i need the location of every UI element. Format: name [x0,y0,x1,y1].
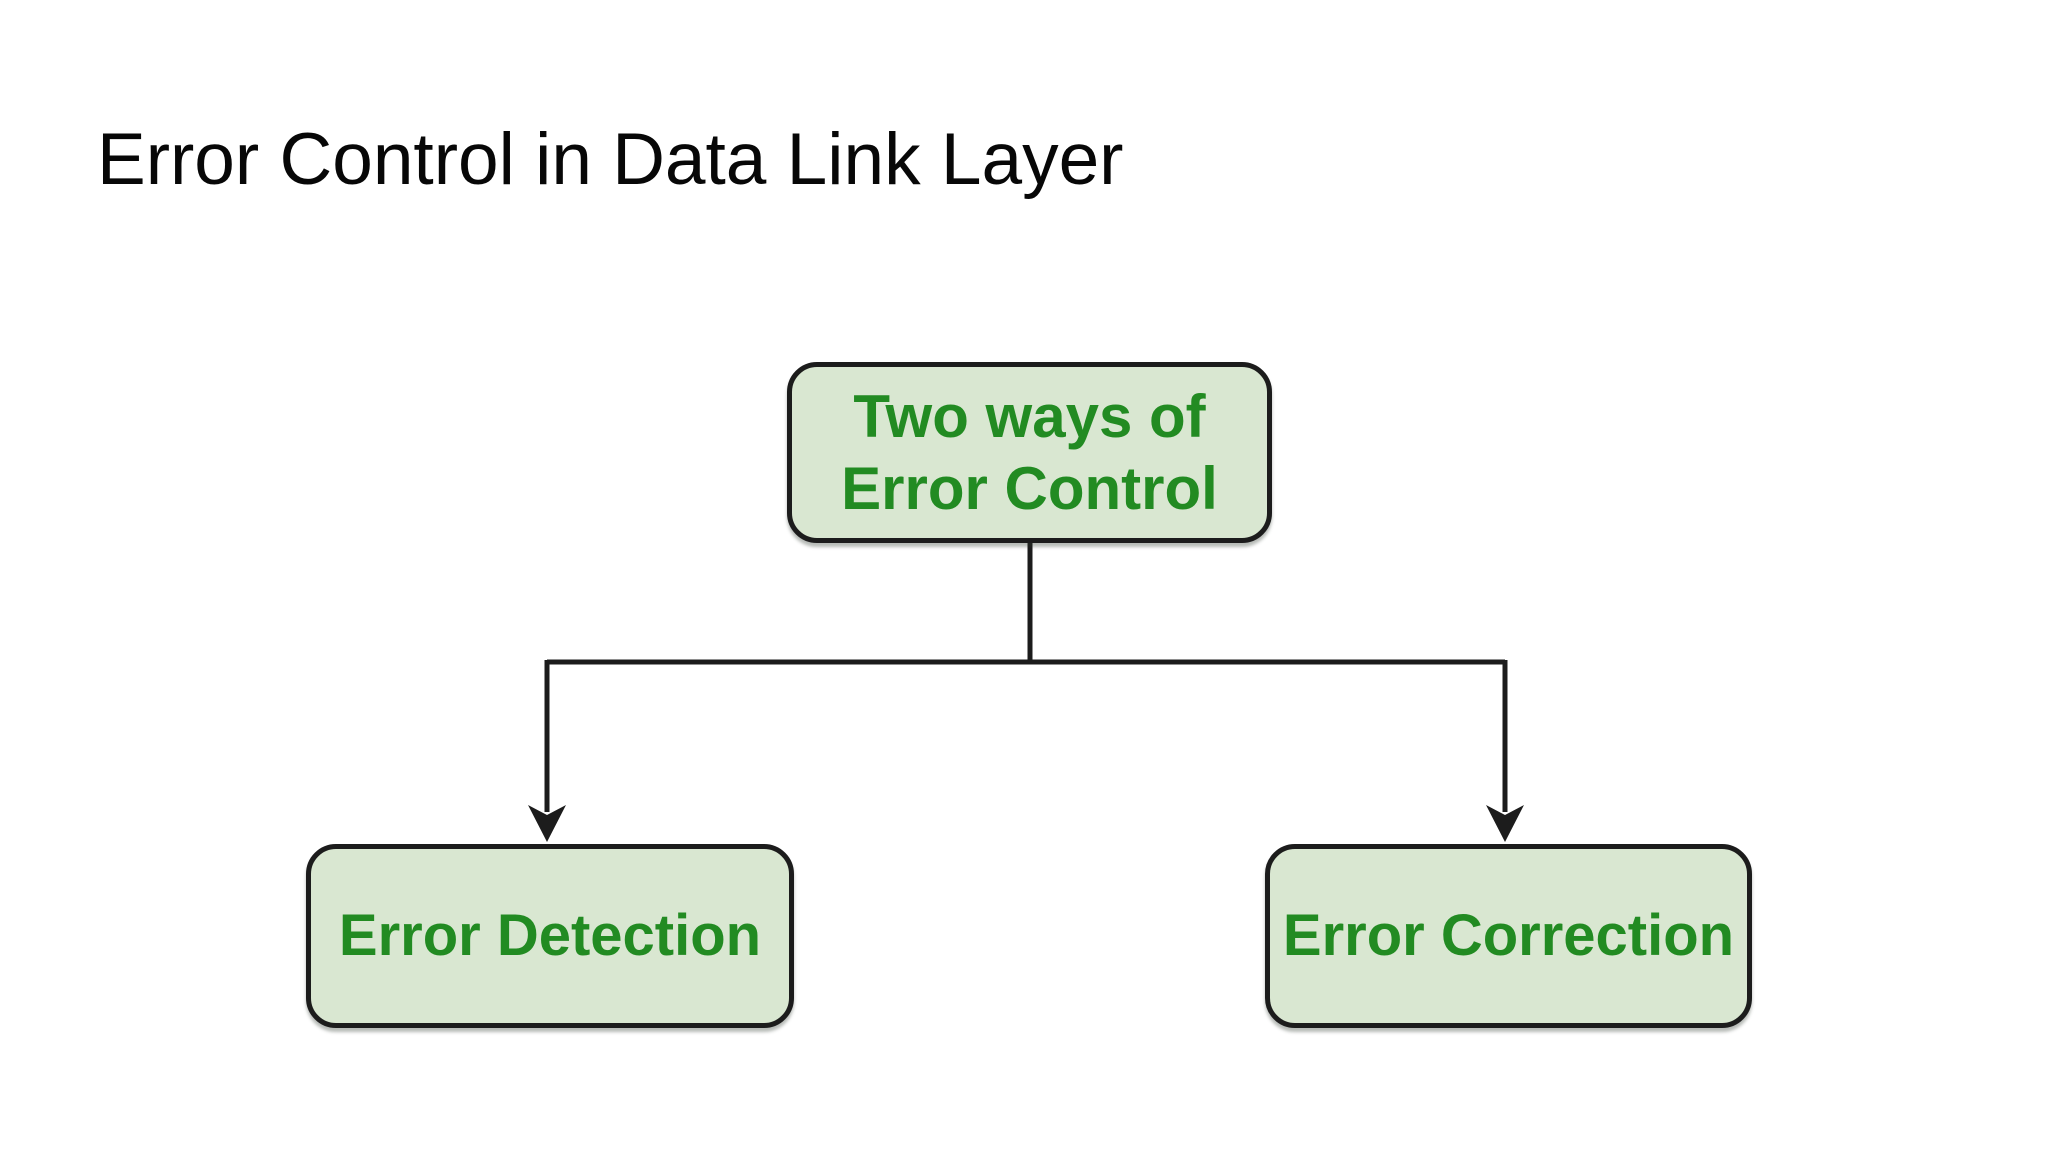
node-label: Error Detection [338,903,762,969]
node-label: Error Correction [1282,903,1735,969]
right-arrowhead-icon [1486,805,1524,842]
page-title: Error Control in Data Link Layer [97,119,1124,200]
node-label: Two ways of Error Control [841,382,1218,522]
node-error-correction: Error Correction [1265,844,1752,1028]
node-two-ways-of-error-control: Two ways of Error Control [787,362,1272,543]
left-arrowhead-icon [528,805,566,842]
node-error-detection: Error Detection [306,844,794,1028]
